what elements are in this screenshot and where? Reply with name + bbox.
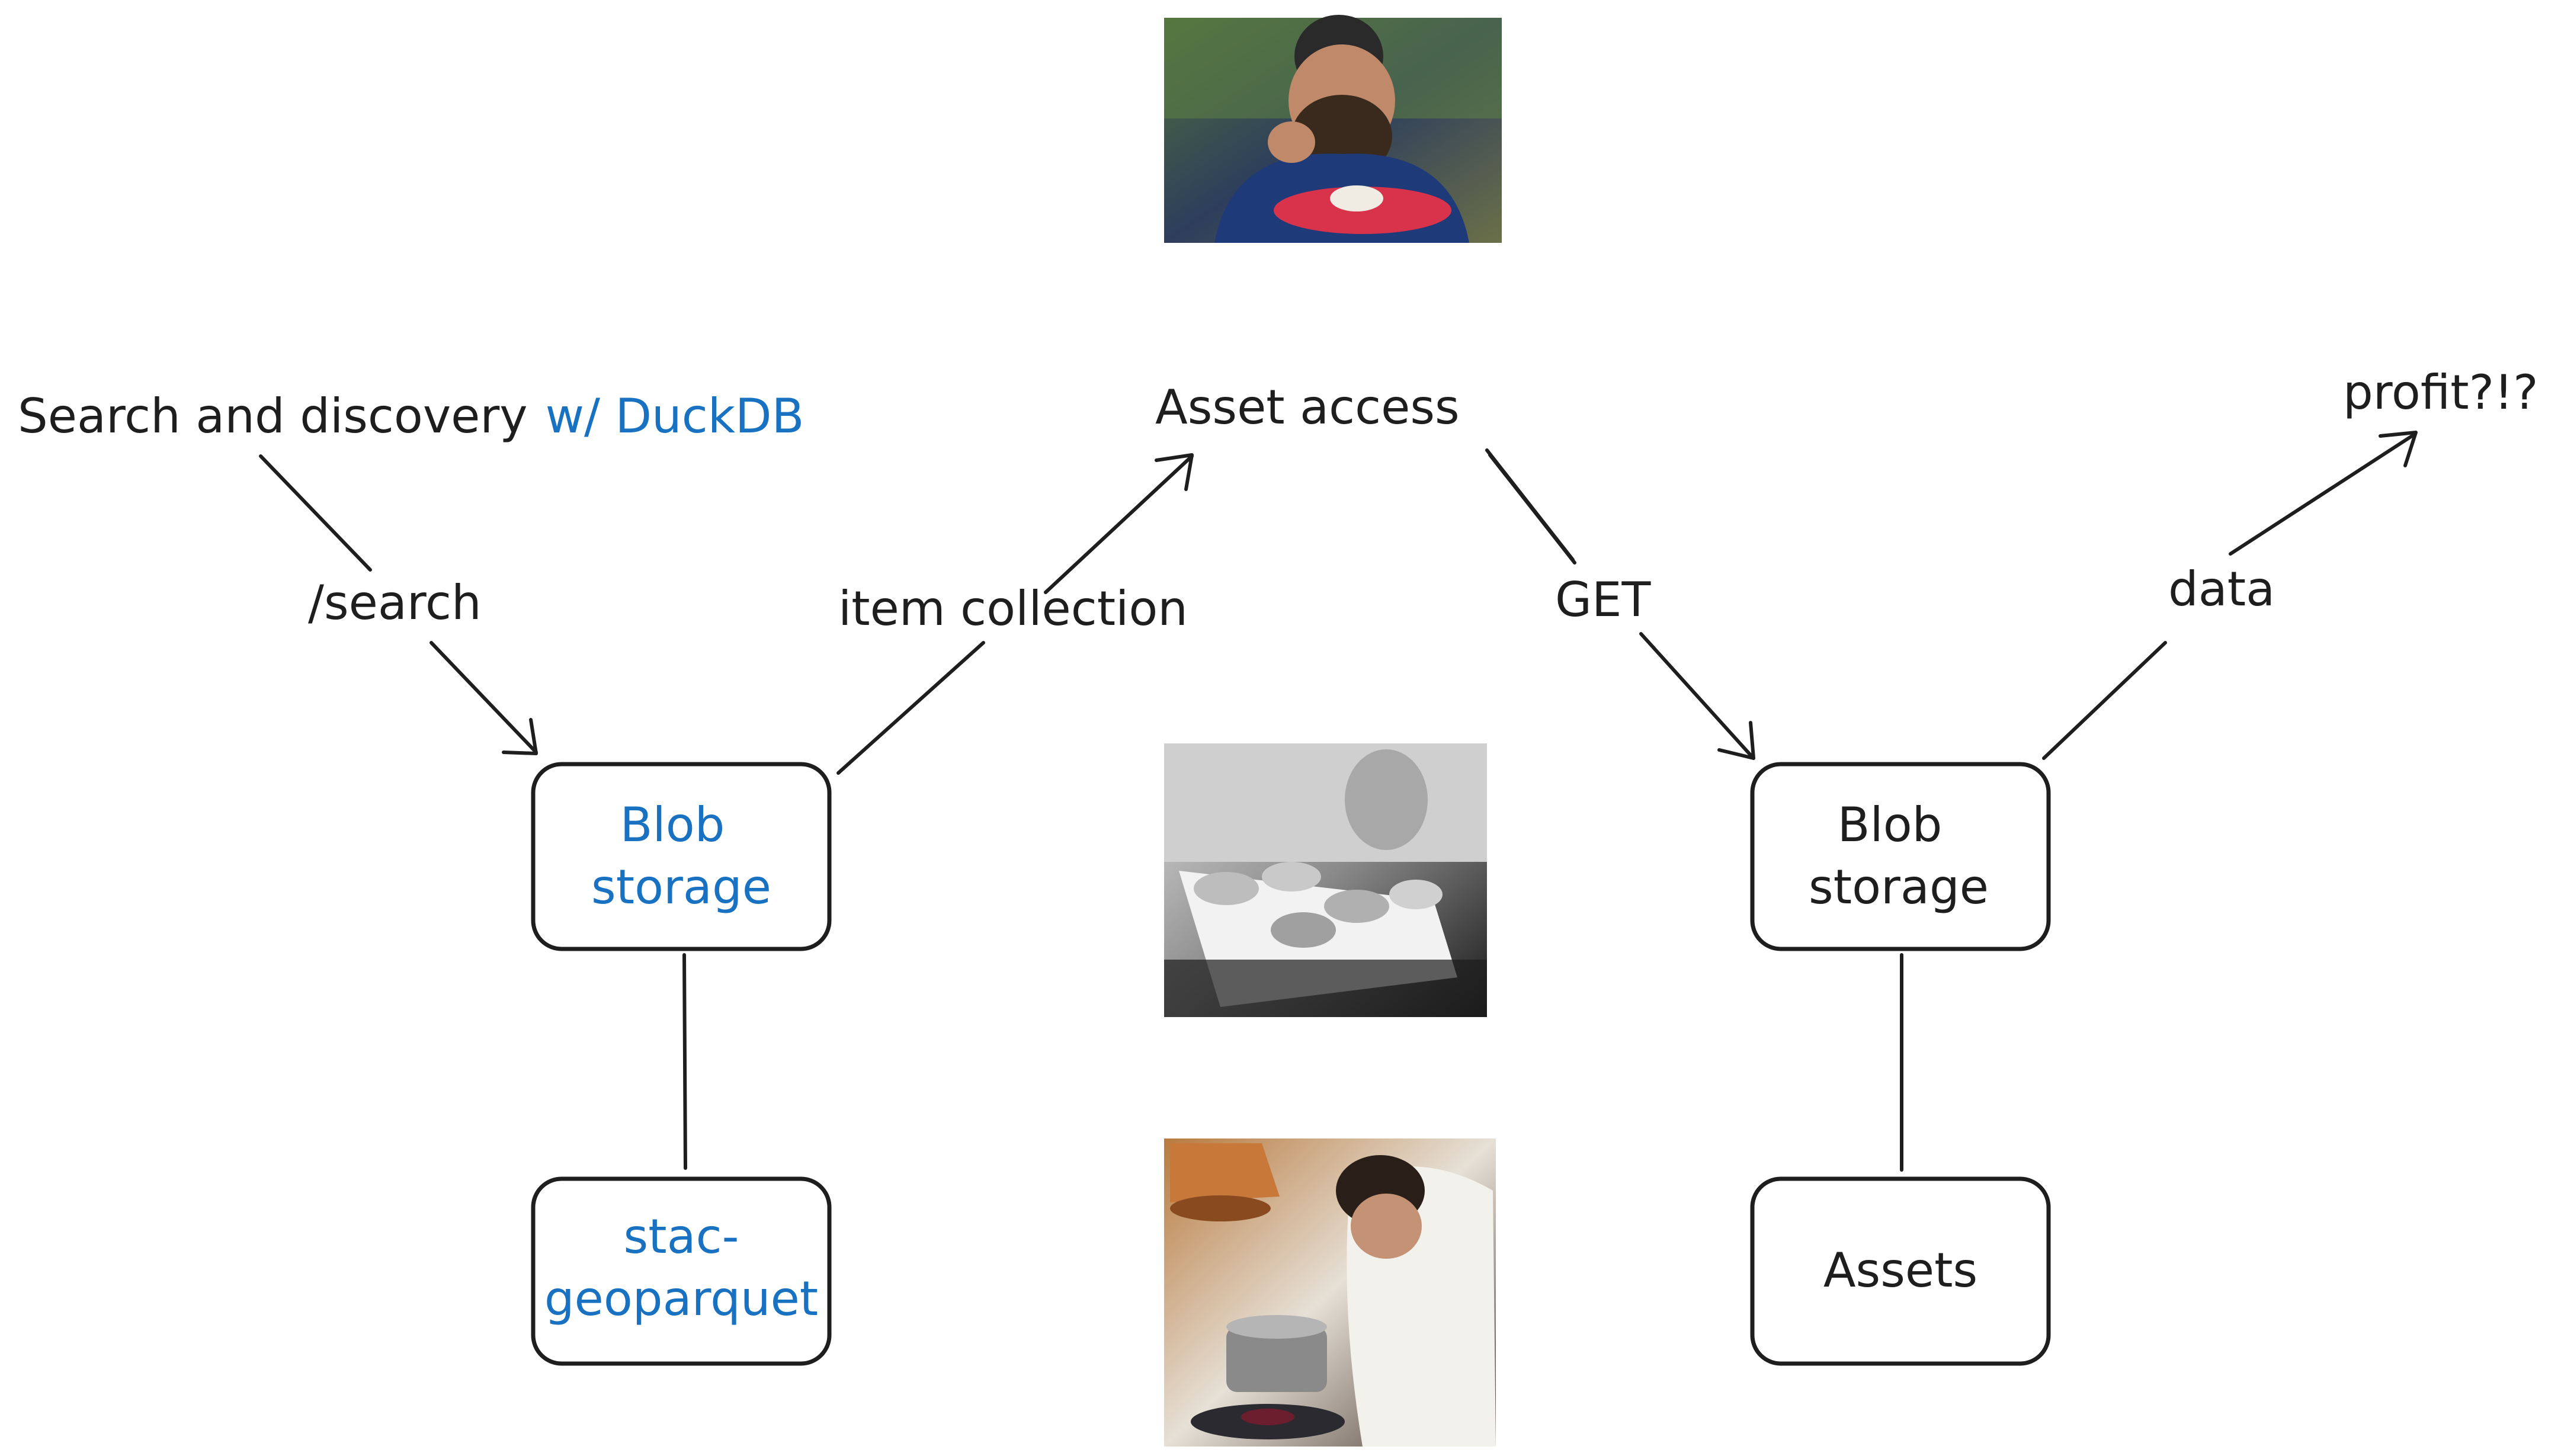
edge-search [259, 454, 538, 755]
edge-get [1485, 448, 1755, 760]
node-blob-storage-right[interactable]: Blob storage [1750, 762, 2051, 951]
connector-blob-left-to-stac [682, 953, 687, 1170]
node-stac-geoparquet-line1: stac- [624, 1209, 739, 1264]
photo-vintage-chef-with-dishes [1164, 743, 1487, 1017]
label-asset-access: Asset access [1155, 380, 1460, 435]
node-assets-label: Assets [1823, 1243, 1977, 1298]
photo-man-eating [1164, 15, 1502, 243]
edge-label-get: GET [1555, 572, 1652, 627]
edge-data [2042, 431, 2418, 760]
edge-label-data: data [2168, 562, 2275, 617]
edge-label-search: /search [308, 575, 482, 630]
node-blob-storage-left[interactable]: Blob storage [531, 762, 832, 951]
node-blob-storage-left-line2: storage [591, 860, 771, 915]
photo-chef-cooking [1164, 1138, 1496, 1447]
node-blob-storage-right-line1: Blob [1838, 797, 1943, 852]
label-profit: profit?!? [2343, 365, 2538, 420]
label-with-duckdb: w/ DuckDB [546, 389, 804, 444]
node-assets[interactable]: Assets [1750, 1176, 2051, 1366]
node-stac-geoparquet[interactable]: stac- geoparquet [531, 1176, 832, 1366]
node-blob-storage-left-line1: Blob [620, 797, 725, 852]
edge-label-item-collection: item collection [838, 581, 1188, 636]
label-search-discovery-group: Search and discovery w/ DuckDB [18, 389, 804, 444]
node-stac-geoparquet-line2: geoparquet [544, 1271, 818, 1326]
label-search-discovery: Search and discovery [18, 389, 528, 444]
node-blob-storage-right-line2: storage [1809, 860, 1989, 915]
edge-item-collection [836, 453, 1194, 775]
